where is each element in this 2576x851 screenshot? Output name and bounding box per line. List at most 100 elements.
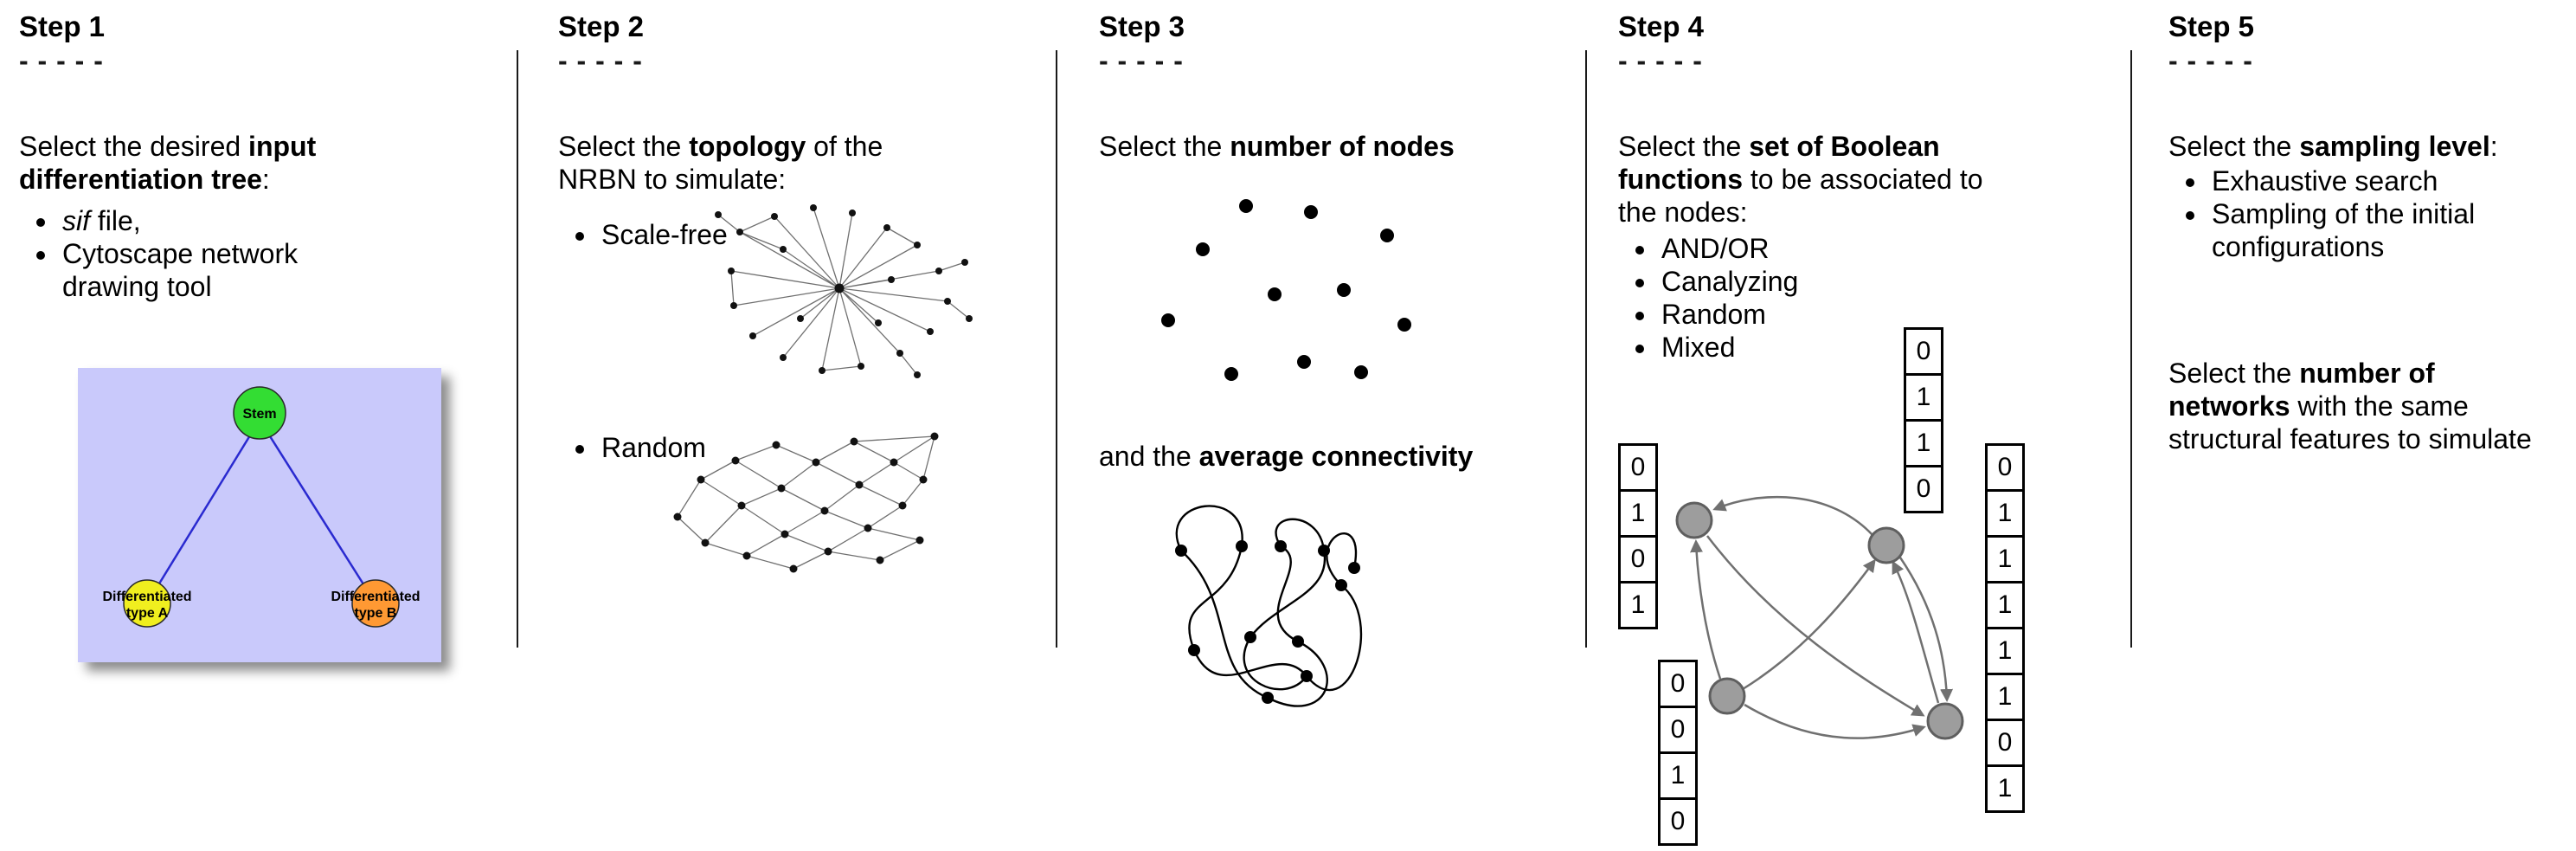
nodes-dots-svg [1161,199,1411,381]
sampling-level-option: Exhaustive search [2208,164,2549,197]
column-divider [2130,50,2132,648]
step-3-line-connectivity-bold: average connectivity [1198,441,1474,472]
truth-table-cell: 1 [1904,419,1943,467]
step-1-dashes: - - - - - [19,45,104,76]
step-4-bullets: AND/ORCanalyzingRandomMixed [1618,232,1878,364]
step-5-intro-bold: sampling level [2299,131,2490,162]
truth-table-cell: 1 [1985,627,2025,675]
step-4-intro: Select the set of Boolean functions to b… [1618,130,1995,229]
gene-node-a [1675,501,1713,539]
truth-table-cell: 1 [1618,581,1658,629]
step-2-intro-post: of the NRBN to simulate: [558,131,883,195]
step-3-line-connectivity: and the average connectivity [1099,440,1566,473]
scale-free-nodes [715,204,973,378]
type-b-label-line1: Differentiated [331,590,420,604]
step-5-intro: Select the sampling level: [2168,130,2549,163]
step-4-intro-post: to be associated to the nodes: [1618,164,1983,228]
differentiation-tree-image: Stem Differentiated type A Differentiate… [78,368,441,662]
step-1-intro-pre: Select the desired [19,131,249,162]
truth-table-cell: 0 [1985,443,2025,492]
curvy-edges [1175,505,1363,707]
step-2-title: Step 2 [558,10,645,42]
bullet-scale-free: Scale-free [598,218,818,251]
step-5-intro-post: : [2489,131,2498,162]
edge-c-to-b [1742,558,1876,691]
truth-table-cell: 0 [1618,535,1658,583]
graph-nodes [1175,540,1360,704]
connectivity-graph-image [1147,481,1419,754]
step-2-intro: Select the topology of the NRBN to simul… [558,130,956,196]
step-3-column: Step 3 - - - - - Select the number of no… [1099,0,1566,851]
truth-table-cell: 1 [1985,764,2025,813]
type-a-label-line1: Differentiated [102,590,191,604]
step-5-paragraph-networks: Select the number of networks with the s… [2168,357,2549,455]
edge-c-to-a [1690,539,1722,680]
random-nodes [673,432,939,573]
edge-c-to-d [1744,703,1926,739]
sampling-level-option: Sampling of the initial configurations [2208,197,2549,263]
step-2-column: Step 2 - - - - - Select the topology of … [558,0,1030,851]
edge-b-to-d [1898,557,1954,702]
sif-word-rest: file, [90,205,141,236]
gene-node-d [1926,702,1964,740]
random-edges [677,435,935,570]
differentiation-tree-svg: Stem Differentiated type A Differentiate… [78,368,441,662]
truth-table-cell: 0 [1904,327,1943,376]
truth-table-cell: 0 [1904,465,1943,513]
truth-table-cell: 1 [1985,673,2025,721]
truth-table-cell: 0 [1658,660,1698,708]
edge-a-to-d [1706,535,1925,717]
network-nodes [1675,501,1964,740]
scale-free-network-image [701,197,986,396]
bullet-cytoscape: Cytoscape network drawing tool [59,237,357,303]
step-3-line-connectivity-pre: and the [1099,441,1199,472]
tree-edge-to-type-b [258,419,377,604]
truth-table-cell: 1 [1904,373,1943,422]
step-2-intro-bold: topology [689,131,806,162]
step-4-intro-bold: set of Boolean functions [1618,131,1940,195]
step-3-dashes: - - - - - [1099,45,1184,76]
stem-node [233,386,286,440]
step-5-title: Step 5 [2168,10,2255,42]
truth-table-cell: 1 [1985,489,2025,538]
step-5-bullets: Exhaustive searchSampling of the initial… [2168,164,2549,263]
column-divider [1056,50,1057,648]
truth-table-cell: 0 [1658,706,1698,754]
step-2-bullet-random-list: Random [558,431,818,464]
gene-node-c [1708,677,1746,715]
column-divider [517,50,518,648]
truth-table-cell: 1 [1985,581,2025,629]
truth-table-cell: 1 [1618,489,1658,538]
step-5-dashes: - - - - - [2168,45,2253,76]
differentiated-type-b-node [351,579,400,628]
connectivity-graph-svg [1175,505,1363,707]
stem-label: Stem [242,407,276,422]
nodes-dots-image [1138,182,1428,398]
type-b-label-line2: type B [355,606,397,621]
truth-table-cell: 0 [1618,443,1658,492]
step-2-bullet-scale-free-list: Scale-free [558,218,818,251]
dot-nodes [1161,199,1411,381]
step-5-paragraph-post: with the same structural features to sim… [2168,390,2532,455]
step-1-bullets: sif file, Cytoscape network drawing tool [19,204,357,303]
step-4-dashes: - - - - - [1618,45,1703,76]
step-1-title: Step 1 [19,10,106,42]
random-network-svg [673,432,939,573]
step-1-intro-bold: input differentiation tree [19,131,317,195]
type-a-label-line2: type A [126,606,169,621]
bullet-sif-file: sif file, [59,204,357,237]
step-5-intro-pre: Select the [2168,131,2300,162]
boolean-function-option: Canalyzing [1658,265,1878,298]
step-1-intro: Select the desired input differentiation… [19,130,443,196]
truth-table-cell: 0 [1658,797,1698,846]
step-1-column: Step 1 - - - - - Select the desired inpu… [19,0,508,851]
boolean-function-option: Mixed [1658,331,1878,364]
sif-word-italic: sif [62,205,90,236]
boolean-function-option: Random [1658,298,1878,331]
step-1-intro-post: : [261,164,270,195]
